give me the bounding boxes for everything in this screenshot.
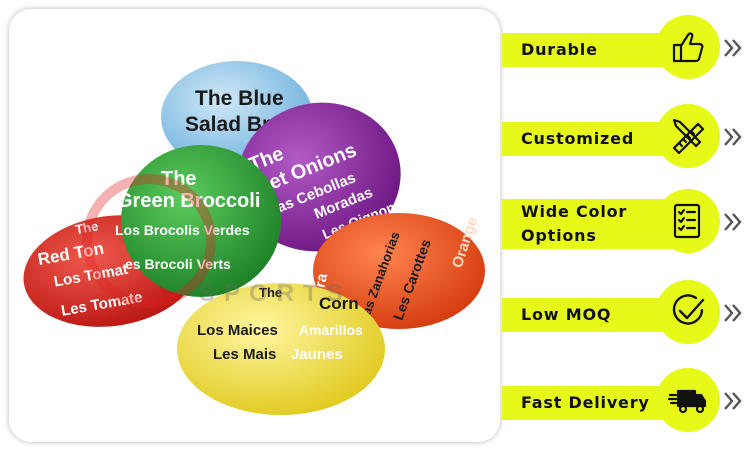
feature-wide-color-options: Wide Color Options bbox=[502, 189, 750, 259]
yellow-line3: Los Maices bbox=[197, 322, 278, 339]
chevron-right-icon bbox=[724, 128, 742, 146]
feature-label: Fast Delivery bbox=[521, 393, 650, 412]
yellow-line4: Amarillos bbox=[299, 322, 363, 338]
feature-fast-delivery: Fast Delivery bbox=[502, 368, 750, 438]
red-line1: The bbox=[74, 218, 99, 237]
green-line1: The bbox=[161, 168, 197, 190]
pencil-ruler-icon bbox=[656, 104, 720, 168]
yellow-line1: The bbox=[259, 285, 282, 300]
feature-label: Durable bbox=[521, 40, 598, 59]
feature-label: Customized bbox=[521, 129, 635, 148]
thumbs-up-icon bbox=[656, 15, 720, 79]
blue-line2: Salad Br bbox=[185, 113, 270, 136]
green-line3: Los Brocolis Verdes bbox=[115, 222, 250, 238]
feature-label: Low MOQ bbox=[521, 305, 612, 324]
chevron-right-icon bbox=[724, 213, 742, 231]
green-line2: Green Broccoli bbox=[117, 190, 260, 212]
orange-bean-bag: Las Zanahorias Les Carottes Ora Orange bbox=[309, 213, 485, 329]
yellow-line6: Jaunes bbox=[291, 346, 343, 363]
feature-customized: Customized bbox=[502, 104, 750, 174]
blue-line1: The Blue bbox=[195, 87, 284, 110]
red-bean-bag: The Red Ton Los Tomat Les Tomate bbox=[23, 215, 199, 327]
watermark: SPORTS bbox=[82, 174, 352, 308]
green-line4: es Brocoli Verts bbox=[125, 256, 231, 272]
yellow-line2: Corn bbox=[319, 294, 359, 313]
feature-low-moq: Low MOQ bbox=[502, 280, 750, 350]
feature-durable: Durable bbox=[502, 15, 750, 85]
chevron-right-icon bbox=[724, 39, 742, 57]
green-bean-bag: The Green Broccoli Los Brocolis Verdes e… bbox=[115, 145, 281, 297]
watermark-text: SPORTS bbox=[199, 280, 352, 307]
product-photo: The Blue Salad Br The et Onions as Cebol… bbox=[9, 9, 500, 442]
chevron-right-icon bbox=[724, 392, 742, 410]
delivery-truck-icon bbox=[656, 368, 720, 432]
yellow-bean-bag: The Corn Los Maices Amarillos Les Mais J… bbox=[177, 283, 385, 415]
feature-label: Wide Color Options bbox=[521, 202, 628, 245]
checklist-icon bbox=[656, 189, 720, 253]
checkmark-circle-icon bbox=[656, 280, 720, 344]
yellow-line5: Les Mais bbox=[213, 346, 276, 363]
chevron-right-icon bbox=[724, 304, 742, 322]
